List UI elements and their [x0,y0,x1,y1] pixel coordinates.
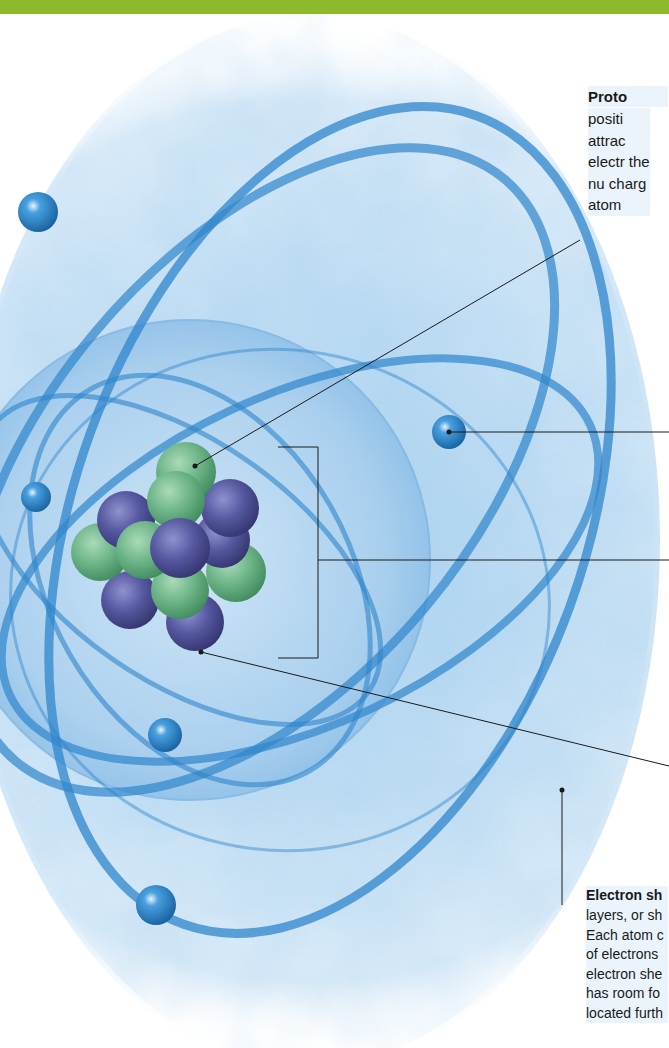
callout-heading: Proto [588,86,668,107]
nucleus [71,442,266,651]
callout-heading: Electron sh [586,886,668,906]
electrons [18,192,466,925]
callout-text: layers, or sh Each atom c of electrons e… [586,906,668,1023]
orbits [0,29,669,1012]
callout-text: positi attrac electr the nu charg atom [588,108,650,216]
leader-lines [195,240,669,905]
leader-dots [193,430,565,793]
